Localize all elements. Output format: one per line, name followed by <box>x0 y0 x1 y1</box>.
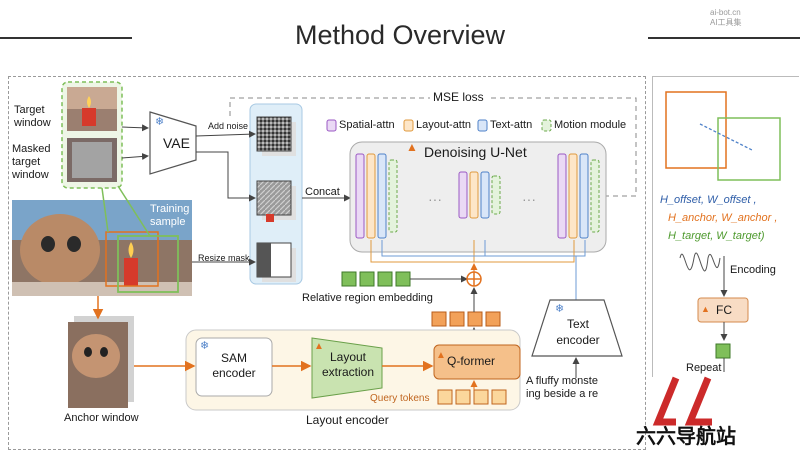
prompt-label: A fluffy monste ing beside a re <box>526 375 599 400</box>
mse-loss-label: MSE loss <box>430 91 487 104</box>
q-former-label: Q-former <box>447 354 495 368</box>
training-sample-image <box>12 200 192 296</box>
anchor-box <box>665 91 727 169</box>
q-former-block <box>433 344 521 380</box>
training-sample-label: Training sample <box>150 203 190 228</box>
sam-encoder-label: SAM encoder <box>212 351 256 380</box>
relative-region-embedding-label: Relative region embedding <box>302 292 433 304</box>
qformer-output-tokens <box>431 311 501 327</box>
fire-icon-unet: ▲ <box>406 140 418 154</box>
watermark: ai-bot.cn AI工具集 <box>710 8 742 28</box>
noisy-latent <box>256 116 292 152</box>
snowflake-icon-text: ❄ <box>555 303 565 315</box>
text-encoder-block <box>531 299 623 357</box>
title-rule-right <box>648 37 800 39</box>
repeat-token <box>715 343 731 359</box>
legend-layout-label: Layout-attn <box>416 119 472 131</box>
anchor-window-label: Anchor window <box>64 412 139 424</box>
fire-icon-qformer: ▲ <box>436 350 446 361</box>
encoding-wave-icon <box>679 252 721 272</box>
masked-target-window-image <box>67 138 117 182</box>
vae-block <box>149 111 197 175</box>
legend-motion-label: Motion module <box>554 119 627 131</box>
fire-icon-fc: ▲ <box>701 304 710 314</box>
anchor-window-image <box>68 316 134 408</box>
query-tokens <box>437 389 507 405</box>
ellipsis-2: ··· <box>522 191 536 207</box>
snowflake-icon-sam: ❄ <box>200 340 210 352</box>
target-window-image <box>67 87 117 131</box>
layout-extraction-label: Layout extraction <box>321 350 375 379</box>
layout-extraction-block <box>311 337 383 399</box>
target-box <box>717 117 781 181</box>
concat-label: Concat <box>305 186 340 198</box>
encoding-label: Encoding <box>730 264 776 276</box>
fire-icon-layout: ▲ <box>314 341 324 352</box>
legend-spatial-label: Spatial-attn <box>339 119 395 131</box>
watermark-url: ai-bot.cn <box>710 8 741 17</box>
masked-latent <box>256 180 292 216</box>
fc-block <box>697 297 749 323</box>
denoising-unet-label: Denoising U-Net <box>424 144 527 160</box>
text-encoder-label: Text encoder <box>556 317 600 347</box>
target-window-label: Target window <box>14 104 51 129</box>
query-tokens-label: Query tokens <box>370 393 430 404</box>
relative-region-embedding-tokens <box>341 271 411 287</box>
masked-target-window-label: Masked target window <box>12 143 51 181</box>
layout-encoder-label: Layout encoder <box>306 413 389 427</box>
resize-mask-label: Resize mask <box>198 253 250 263</box>
legend-layout-swatch <box>403 119 414 132</box>
mse-loss-path <box>229 97 637 197</box>
logo-mark <box>652 376 712 426</box>
repeat-label: Repeat <box>686 362 722 374</box>
offset-params: H_offset, W_offset , <box>660 194 757 206</box>
add-noise-label: Add noise <box>208 121 249 131</box>
logo-text: 六六导航站 <box>636 426 736 448</box>
legend-text-label: Text-attn <box>490 119 533 131</box>
legend-motion-swatch <box>541 119 552 132</box>
legend-spatial-swatch <box>326 119 337 132</box>
snowflake-icon-vae: ❄ <box>155 116 165 128</box>
title-rule-left <box>0 37 132 39</box>
legend-text-swatch <box>477 119 488 132</box>
vae-label: VAE <box>163 135 190 151</box>
fc-label: FC <box>716 303 732 317</box>
watermark-name: AI工具集 <box>710 18 742 27</box>
ellipsis-1: ··· <box>428 191 442 207</box>
right-panel-frame <box>652 76 799 377</box>
slide-title: Method Overview <box>294 20 506 50</box>
anchor-params: H_anchor, W_anchor , <box>668 212 778 224</box>
sam-encoder-block <box>195 337 273 397</box>
target-params: H_target, W_target) <box>668 230 765 242</box>
